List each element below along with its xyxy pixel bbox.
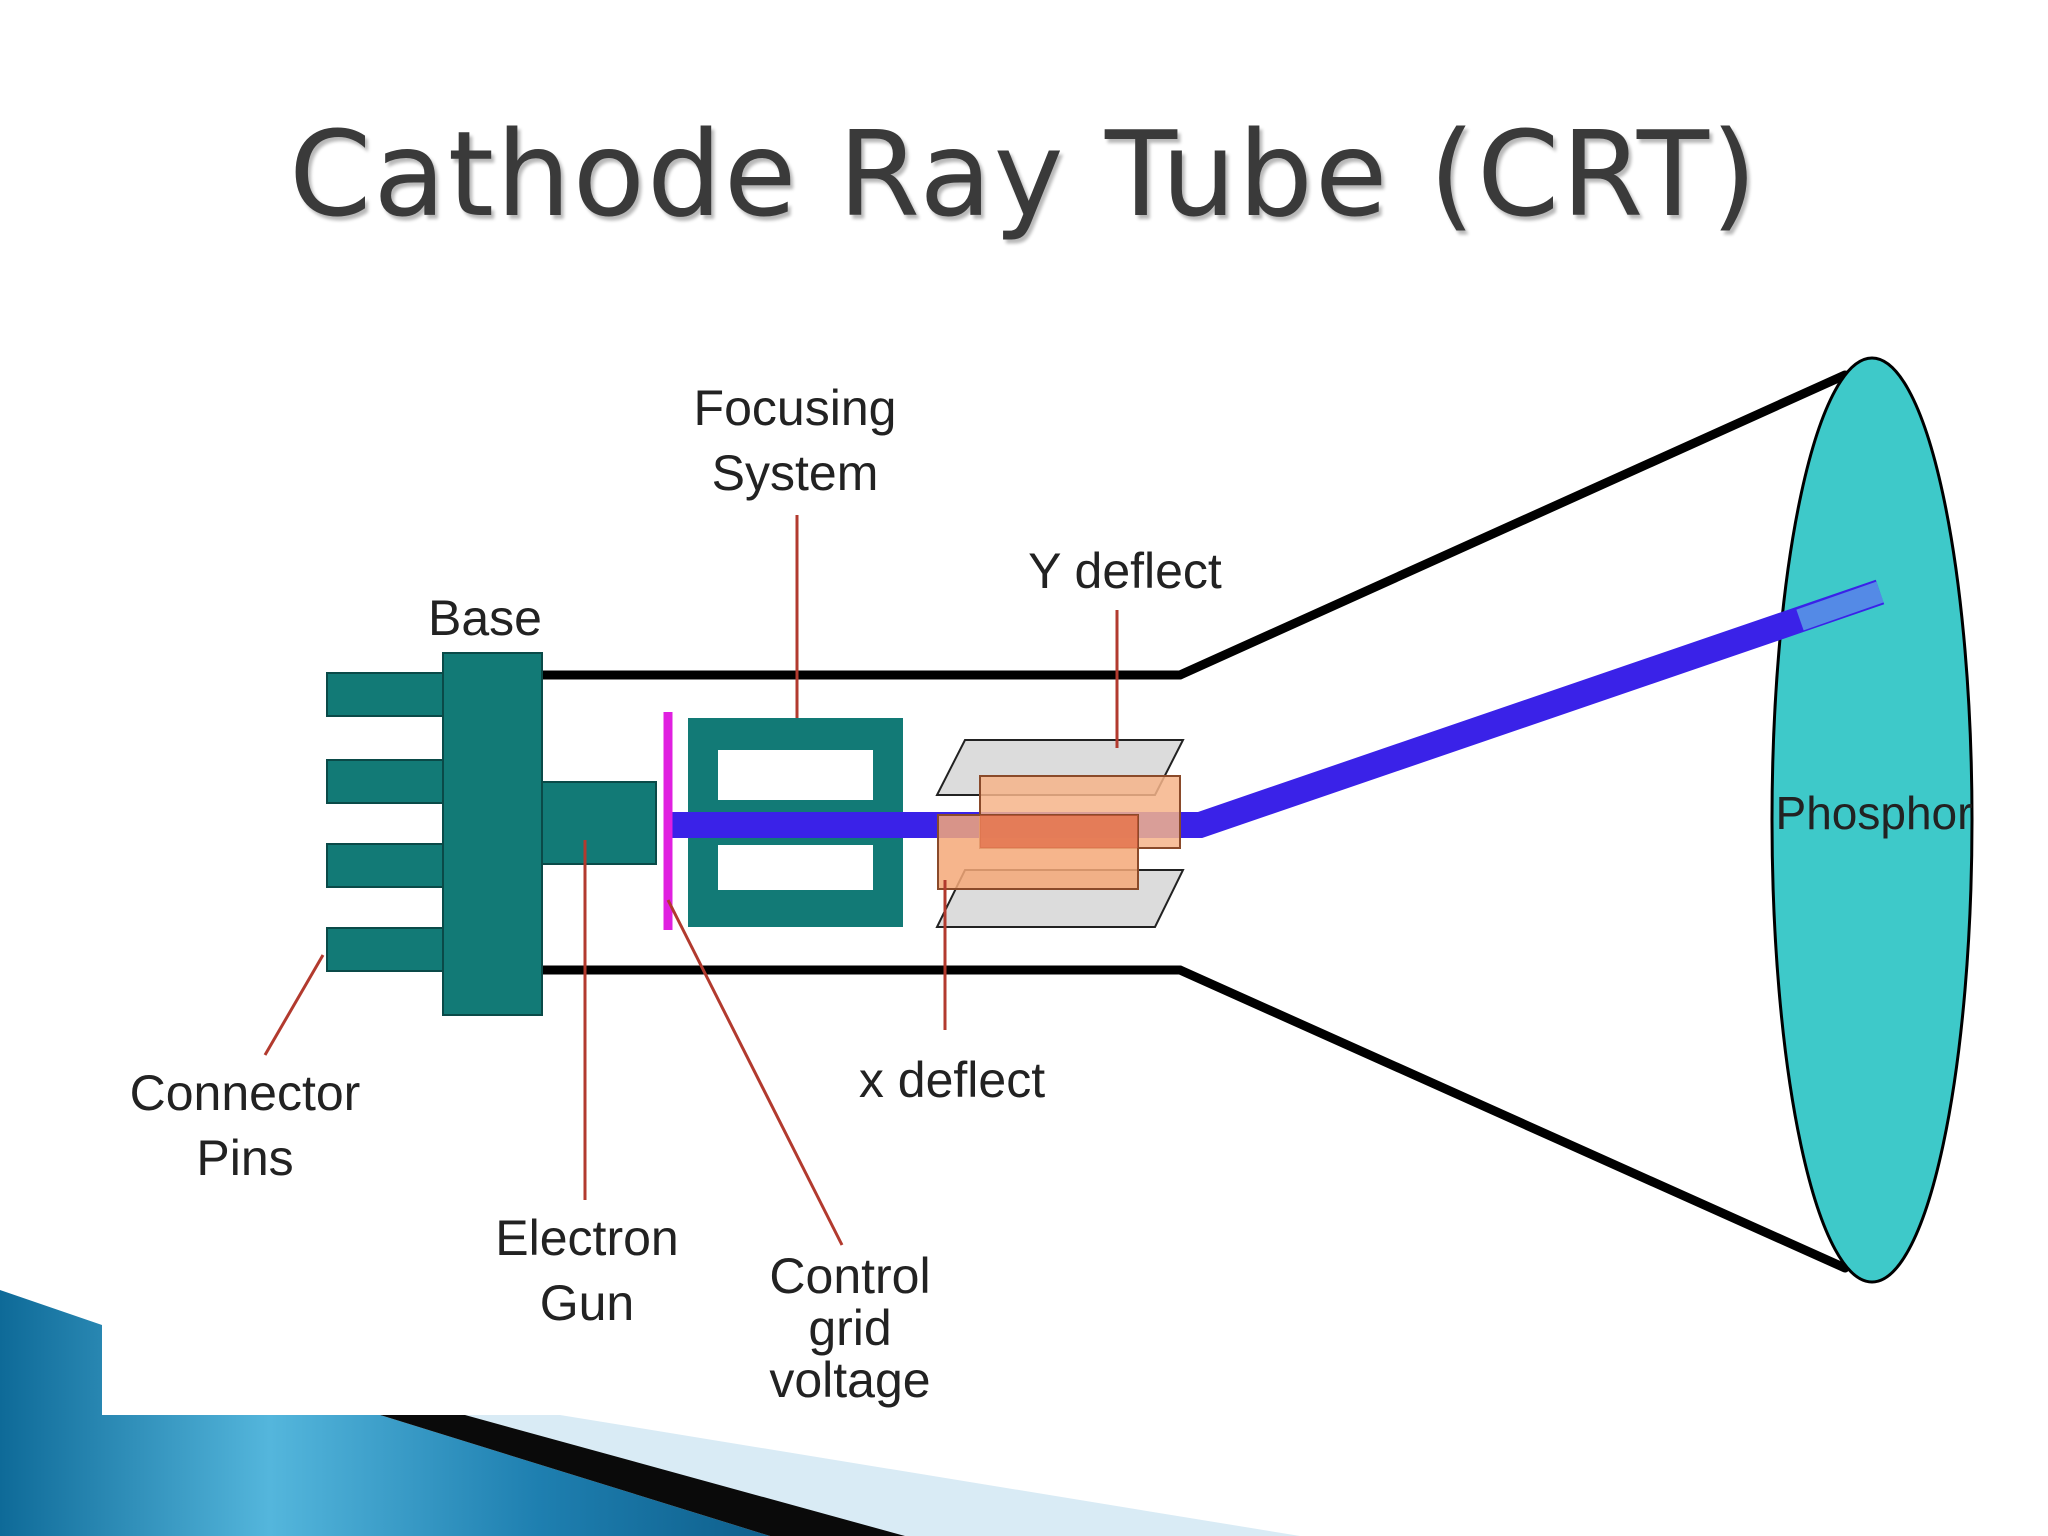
electron-beam-tip xyxy=(1796,581,1884,631)
label-electron-gun-1: Electron xyxy=(495,1210,678,1266)
label-phosphor: Phosphor xyxy=(1776,787,1973,839)
leader-lines xyxy=(263,515,1119,1246)
phosphor-screen xyxy=(1770,356,1974,1284)
label-electron-gun-2: Gun xyxy=(540,1275,635,1331)
label-control-grid-voltage-1: Control xyxy=(769,1248,930,1304)
tube-base xyxy=(442,652,543,1016)
electron-gun xyxy=(541,781,657,865)
swoosh-blue xyxy=(0,1290,770,1536)
connector-pins xyxy=(326,672,448,972)
label-focusing-system-2: System xyxy=(712,445,879,501)
label-control-grid-voltage-3: voltage xyxy=(769,1352,930,1408)
label-control-grid-voltage-2: grid xyxy=(808,1300,891,1356)
label-focusing-system-1: Focusing xyxy=(694,380,897,436)
connector-pin-2 xyxy=(326,759,448,804)
deflect-overlap xyxy=(980,815,1138,848)
tube-outline xyxy=(535,370,1850,1273)
connector-pin-4 xyxy=(326,927,448,972)
label-connector-pins-2: Pins xyxy=(196,1130,293,1186)
tube-funnel-top xyxy=(1175,370,1850,680)
label-base: Base xyxy=(428,590,542,646)
leader-control-grid xyxy=(666,899,844,1246)
connector-pin-3 xyxy=(326,843,448,888)
swoosh-black-edge xyxy=(380,1415,905,1536)
connector-pin-1 xyxy=(326,672,448,717)
leader-connector-pins xyxy=(263,954,325,1056)
label-x-deflect: x deflect xyxy=(859,1052,1045,1108)
slide-title: Cathode Ray Tube (CRT) xyxy=(289,105,1759,243)
tube-funnel-bottom xyxy=(1175,965,1850,1273)
electron-beam xyxy=(668,579,1885,838)
label-y-deflect: Y deflect xyxy=(1028,543,1222,599)
label-connector-pins-1: Connector xyxy=(130,1065,361,1121)
swoosh-light-band xyxy=(380,1415,1300,1536)
